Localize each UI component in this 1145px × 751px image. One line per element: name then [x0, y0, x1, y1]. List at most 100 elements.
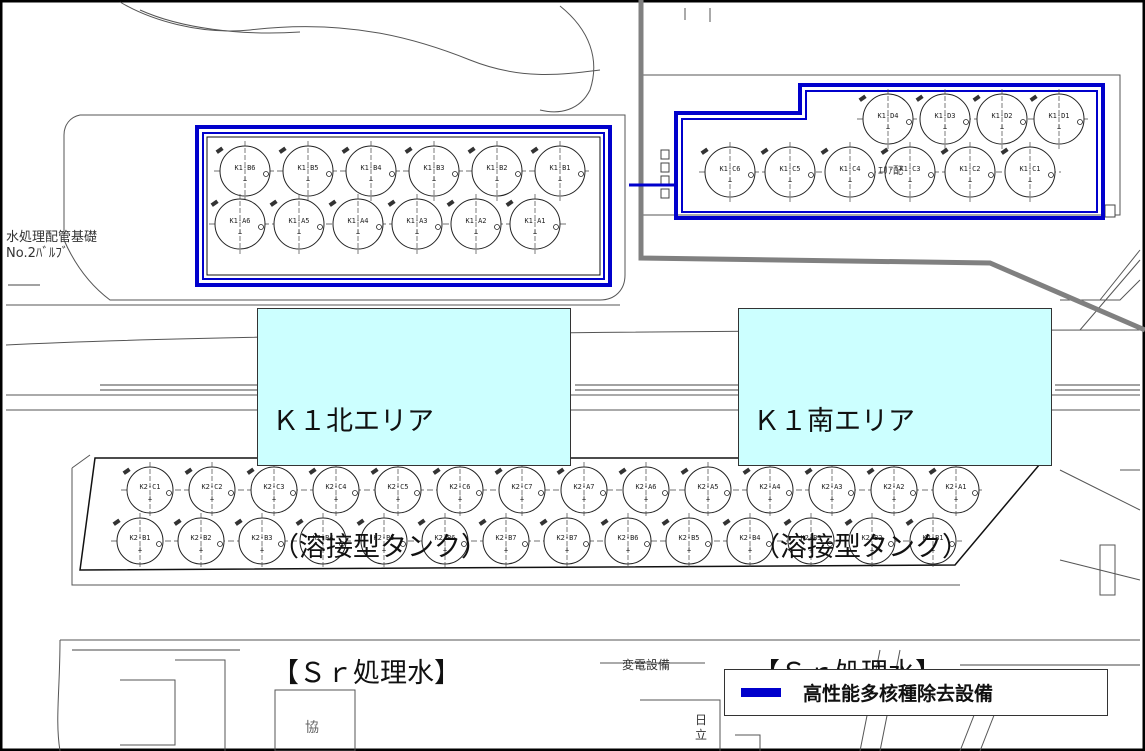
valve-marker	[505, 199, 514, 207]
valve-marker	[446, 199, 455, 207]
valve-marker	[915, 94, 924, 102]
tank-k1-c5: K1-C5⊥	[760, 142, 816, 202]
valve-marker	[387, 199, 396, 207]
nozzle-marker	[228, 490, 234, 496]
nozzle-marker	[786, 490, 792, 496]
nozzle-marker	[400, 541, 406, 547]
nozzle-marker	[988, 172, 994, 178]
tank-label: K1-A6	[229, 217, 250, 225]
tank-label: K2-C4	[325, 483, 346, 491]
tank-tick: ⊥	[474, 228, 478, 236]
tank-tick: ⊥	[1000, 123, 1004, 131]
tank-k1-c6: K1-C6 ⊥	[700, 142, 756, 202]
building-label-b2: 立	[695, 728, 708, 742]
valve-marker	[804, 467, 813, 475]
valve-marker	[530, 146, 539, 154]
tank-tick: ⊥	[908, 176, 912, 184]
tank-layer: K1-B6⊥K1-B5⊥K1-B4⊥K1-B3⊥K1-B2⊥K1-B1⊥K1-A…	[111, 89, 1090, 569]
tank-k1-d3: K1-D3⊥	[915, 89, 971, 149]
pipe-base-sub-label: No.2ﾊﾞﾙﾌﾞ	[6, 246, 69, 261]
valve-marker	[820, 147, 829, 155]
tank-k2-b3: K2-B3 ⊥	[783, 513, 835, 569]
tank-tick: ⊥	[243, 175, 247, 183]
valve-marker	[680, 467, 689, 475]
valve-marker	[1029, 94, 1038, 102]
tank-tick: ⊥	[728, 176, 732, 184]
nozzle-marker	[317, 224, 323, 230]
legend-label: 高性能多核種除去設備	[803, 683, 994, 705]
tank-label: K2-A2	[883, 483, 904, 491]
nozzle-marker	[290, 490, 296, 496]
tank-k1-c1: K1-C1⊥	[1000, 142, 1056, 202]
tank-label: K2-B1	[129, 534, 150, 542]
valve-marker	[308, 467, 317, 475]
tank-label: K1-C3	[899, 165, 920, 173]
k1-north-callout-line2: （溶接型タンク）	[272, 532, 488, 563]
tank-k1-a6: K1-A6 ⊥	[210, 194, 266, 254]
valve-marker	[494, 467, 503, 475]
tank-tick: ⊥	[809, 545, 813, 553]
pipe-base-label: 水処理配管基礎	[6, 230, 98, 245]
tank-label: K2-B7	[556, 534, 577, 542]
tank-label: K1-B6	[234, 164, 255, 172]
valve-marker	[742, 467, 751, 475]
nozzle-marker	[808, 172, 814, 178]
tank-k2-b4: K2-B4⊥	[722, 513, 774, 569]
valve-marker	[122, 467, 131, 475]
nozzle-marker	[515, 171, 521, 177]
tank-label: K2-B5	[678, 534, 699, 542]
tank-tick: ⊥	[565, 545, 569, 553]
nozzle-marker	[1077, 119, 1083, 125]
valve-marker	[478, 518, 487, 526]
tank-tick: ⊥	[396, 494, 400, 502]
tank-k2-b1: K2-B1⊥	[905, 513, 957, 569]
tank-tick: ⊥	[356, 228, 360, 236]
valve-marker	[539, 518, 548, 526]
tank-label: K2-C3	[263, 483, 284, 491]
nozzle-marker	[352, 490, 358, 496]
tank-label: K2-B3	[251, 534, 272, 542]
valve-marker	[278, 146, 287, 154]
tank-k2-c4: K2-C4⊥	[308, 462, 360, 518]
tank-label: K1-C6	[719, 165, 740, 173]
nozzle-marker	[258, 224, 264, 230]
tank-label: K1-C4	[839, 165, 860, 173]
tank-k2-b1: K2-B1 ⊥	[112, 513, 164, 569]
nozzle-marker	[494, 224, 500, 230]
tank-label: K2-A4	[759, 483, 780, 491]
nozzle-marker	[339, 541, 345, 547]
nozzle-marker	[326, 171, 332, 177]
nozzle-marker	[868, 172, 874, 178]
nozzle-marker	[662, 490, 668, 496]
tank-label: K1-B4	[360, 164, 381, 172]
tank-label: K1-D4	[877, 112, 898, 120]
tank-label: K2-C6	[449, 483, 470, 491]
tank-tick: ⊥	[238, 228, 242, 236]
tank-tick: ⊥	[306, 175, 310, 183]
tank-k2-b3: K2-B3⊥	[234, 513, 286, 569]
tank-label: K2-B1	[922, 534, 943, 542]
nozzle-marker	[1048, 172, 1054, 178]
nozzle-marker	[848, 490, 854, 496]
nozzle-marker	[906, 119, 912, 125]
nozzle-marker	[888, 541, 894, 547]
tank-k1-b5: K1-B5⊥	[278, 141, 334, 201]
tank-k2-b2: K2-B2⊥	[844, 513, 896, 569]
tank-k1-a1: K1-A1⊥	[505, 194, 561, 254]
tank-label: K2-B7	[495, 534, 516, 542]
k1-north-enclosure	[195, 125, 612, 287]
tank-label: K2-B3	[800, 534, 821, 542]
nozzle-marker	[166, 490, 172, 496]
nozzle-marker	[949, 541, 955, 547]
tank-label: K2-C2	[201, 483, 222, 491]
nozzle-marker	[644, 541, 650, 547]
tank-label: K1-B3	[423, 164, 444, 172]
tank-tick: ⊥	[1057, 123, 1061, 131]
tank-label: K1-C5	[779, 165, 800, 173]
tank-tick: ⊥	[626, 545, 630, 553]
tank-tick: ⊥	[138, 545, 142, 553]
nozzle-marker	[553, 224, 559, 230]
tank-label: K1-A1	[524, 217, 545, 225]
